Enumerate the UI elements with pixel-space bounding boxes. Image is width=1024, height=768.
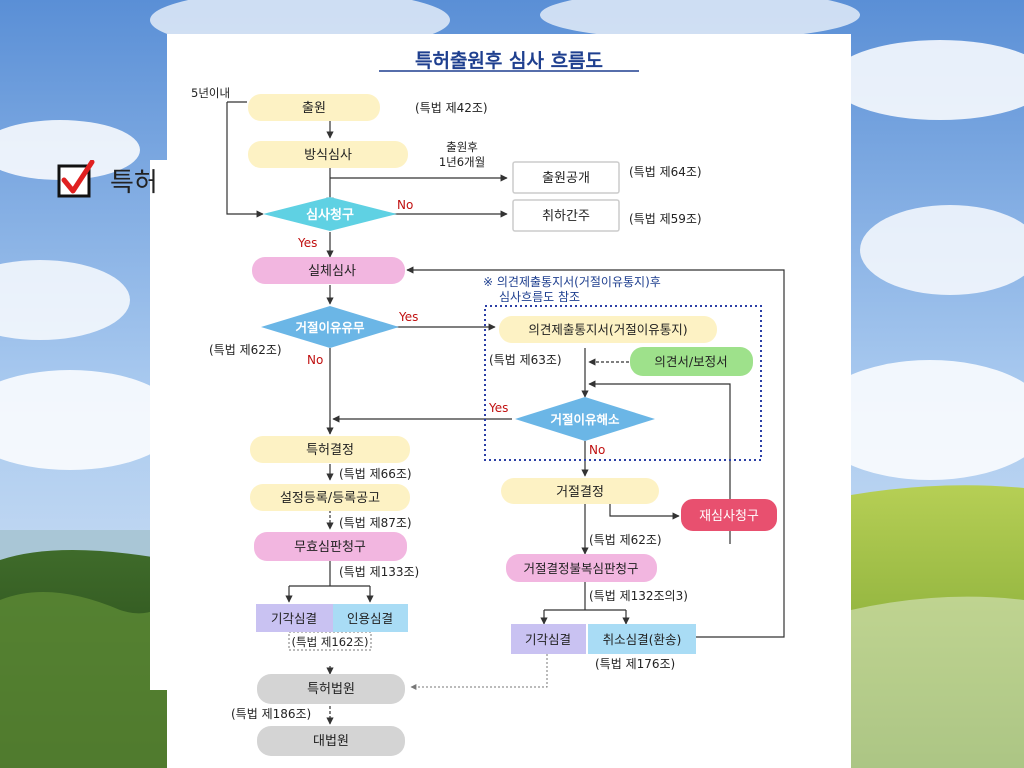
node-reexam: 재심사청구	[681, 499, 777, 531]
svg-text:기각심결: 기각심결	[271, 611, 317, 626]
node-notice: 의견제출통지서(거절이유통지)	[499, 316, 717, 343]
svg-text:의견서/보정서: 의견서/보정서	[654, 354, 727, 369]
ref-66: (특법 제66조)	[339, 467, 412, 481]
svg-text:거절이유유무: 거절이유유무	[295, 320, 365, 335]
svg-text:실체심사: 실체심사	[308, 264, 356, 279]
label-yes-2: Yes	[398, 310, 418, 324]
diamond-reason: 거절이유유무	[261, 306, 399, 348]
patent-exam-flowchart: 특허출원후 심사 흐름도	[191, 50, 785, 756]
node-grant: 특허결정	[250, 436, 410, 463]
ref-63: (특법 제63조)	[489, 353, 562, 367]
slide-white-area	[150, 160, 170, 690]
label-no-3: No	[589, 443, 605, 457]
node-formal-exam: 방식심사	[248, 141, 408, 168]
svg-text:취하간주: 취하간주	[542, 209, 590, 224]
ref-87: (특법 제87조)	[339, 516, 412, 530]
note-line-2: 심사흐름도 참조	[499, 290, 580, 304]
diamond-exam-request: 심사청구	[263, 197, 397, 231]
ref-62b: (특법 제62조)	[589, 533, 662, 547]
node-publish: 출원공개	[512, 161, 620, 194]
ref-62a: (특법 제62조)	[209, 343, 282, 357]
node-accept-left: 인용심결	[333, 604, 408, 632]
svg-text:심사청구: 심사청구	[306, 207, 354, 223]
node-patent-court: 특허법원	[257, 674, 405, 704]
note-5yr: 5년이내	[191, 86, 230, 100]
flowchart-title: 특허출원후 심사 흐름도	[415, 50, 603, 72]
svg-text:인용심결: 인용심결	[347, 611, 393, 626]
svg-text:거절이유해소: 거절이유해소	[550, 412, 620, 427]
ref-186: (특법 제186조)	[231, 707, 311, 721]
node-cancel: 취소심결(환송)	[588, 624, 696, 654]
svg-text:취소심결(환송): 취소심결(환송)	[603, 632, 682, 647]
diamond-resolved: 거절이유해소	[515, 397, 655, 441]
checkbox-checked-icon	[57, 160, 95, 198]
svg-text:거절결정불복심판청구: 거절결정불복심판청구	[523, 561, 638, 576]
node-reject: 거절결정	[501, 478, 659, 504]
ref-132: (특법 제132조의3)	[589, 589, 688, 603]
svg-text:기각심결: 기각심결	[525, 632, 571, 647]
svg-text:재심사청구: 재심사청구	[699, 509, 759, 524]
ref-176: (특법 제176조)	[595, 657, 675, 671]
note-line-1: ※ 의견제출통지서(거절이유통지)후	[483, 275, 661, 289]
label-no-2: No	[307, 353, 323, 367]
svg-text:방식심사: 방식심사	[304, 148, 352, 163]
node-opinion: 의견서/보정서	[630, 347, 753, 376]
node-appeal: 거절결정불복심판청구	[506, 554, 657, 582]
node-supreme-court: 대법원	[257, 726, 405, 756]
node-invalidation: 무효심판청구	[254, 532, 407, 561]
connector-dismiss-to-court	[410, 654, 548, 690]
node-deemed-withdrawn: 취하간주	[512, 199, 620, 232]
connectors	[226, 102, 785, 725]
flowchart-panel: 특허출원후 심사 흐름도	[167, 34, 851, 768]
svg-text:무효심판청구: 무효심판청구	[294, 540, 366, 555]
ref-64: (특법 제64조)	[629, 165, 702, 179]
label-yes-1: Yes	[297, 236, 317, 250]
svg-text:거절결정: 거절결정	[556, 485, 604, 500]
svg-text:출원: 출원	[302, 101, 326, 116]
node-dismiss-right: 기각심결	[511, 624, 586, 654]
node-apply: 출원	[248, 94, 380, 121]
ref-59: (특법 제59조)	[629, 212, 702, 226]
slide-heading: 특허	[110, 168, 158, 198]
label-no-1: No	[397, 198, 413, 212]
svg-text:의견제출통지서(거절이유통지): 의견제출통지서(거절이유통지)	[528, 322, 687, 337]
node-register: 설정등록/등록공고	[250, 484, 410, 511]
svg-text:대법원: 대법원	[313, 734, 349, 749]
ref-133: (특법 제133조)	[339, 565, 419, 579]
svg-text:특허결정: 특허결정	[306, 443, 354, 458]
svg-text:출원공개: 출원공개	[542, 171, 590, 186]
ref-162: (특법 제162조)	[292, 635, 369, 649]
label-after-1: 출원후	[446, 140, 478, 154]
node-substantive-exam: 실체심사	[252, 257, 405, 284]
svg-text:설정등록/등록공고: 설정등록/등록공고	[280, 491, 380, 506]
svg-text:특허법원: 특허법원	[307, 682, 355, 697]
ref-42: (특법 제42조)	[415, 101, 488, 115]
label-yes-3: Yes	[488, 401, 508, 415]
label-after-2: 1년6개월	[439, 155, 485, 169]
node-dismiss-left: 기각심결	[256, 604, 333, 632]
